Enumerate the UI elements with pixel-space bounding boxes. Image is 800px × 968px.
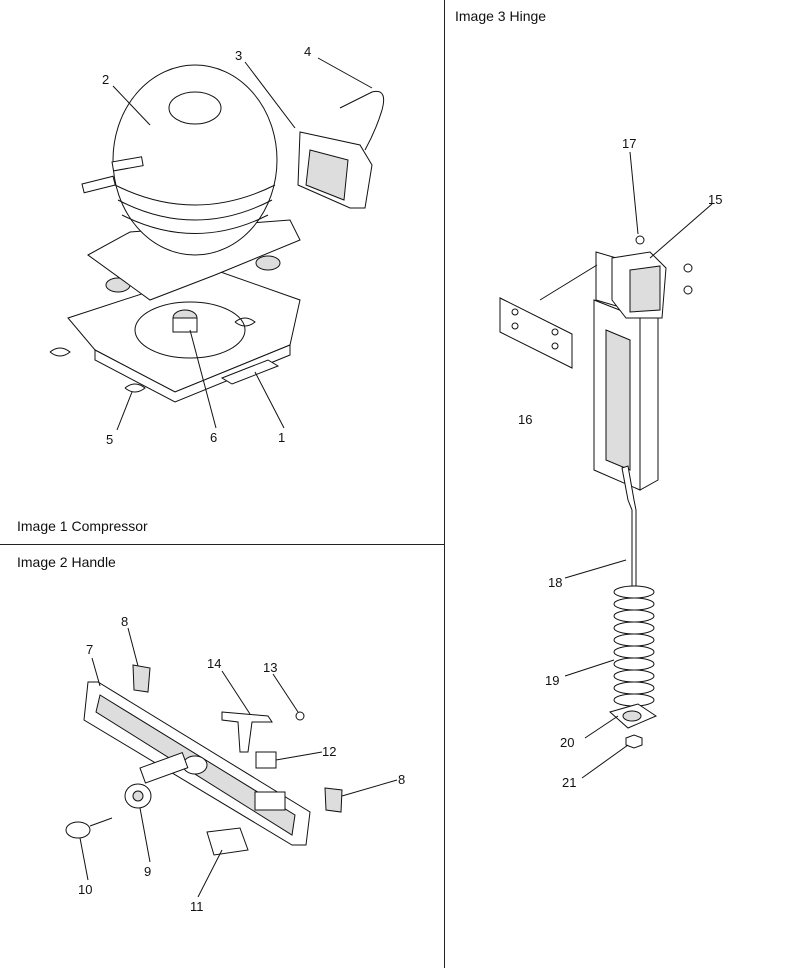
- grommet-right: [255, 255, 281, 271]
- callout-5: 5: [106, 432, 113, 447]
- wire: [339, 90, 385, 151]
- handle-assembly: 7 8 8 9 10 11 12 13 14: [65, 614, 405, 914]
- callout-8-top: 8: [121, 614, 128, 629]
- screw-b: [683, 285, 693, 295]
- callout-21: 21: [562, 775, 576, 790]
- callout-8-right: 8: [398, 772, 405, 787]
- callout-14: 14: [207, 656, 221, 671]
- callout-1: 1: [278, 430, 285, 445]
- dome-top: [168, 91, 222, 125]
- switch: [206, 827, 249, 856]
- callout-18: 18: [548, 575, 562, 590]
- horizontal-divider: [0, 544, 444, 545]
- callout-19: 19: [545, 673, 559, 688]
- nut: [625, 734, 643, 749]
- tube-2: [81, 175, 116, 194]
- callout-15: 15: [708, 192, 722, 207]
- label-8-right: [324, 787, 343, 813]
- hinge-assembly: 15 16 17 18 19 20 21: [499, 136, 722, 790]
- base-bracket: [220, 359, 280, 385]
- callout-16: 16: [518, 412, 532, 427]
- callout-17: 17: [622, 136, 636, 151]
- lock-cylinder: [139, 751, 189, 784]
- callout-12: 12: [322, 744, 336, 759]
- compressor-flange: [87, 219, 301, 301]
- caption-handle: Image 2 Handle: [17, 554, 116, 570]
- screw-13: [295, 711, 305, 721]
- caption-compressor: Image 1 Compressor: [17, 518, 148, 534]
- callout-2: 2: [102, 72, 109, 87]
- callout-11: 11: [190, 899, 204, 914]
- label-8-top: [132, 664, 151, 693]
- compressor-assembly: 1 2 3 4 5 6: [49, 44, 385, 447]
- grommet-front-body: [172, 317, 198, 333]
- vertical-divider: [444, 0, 445, 968]
- caption-hinge: Image 3 Hinge: [455, 8, 547, 24]
- callout-10: 10: [78, 882, 92, 897]
- clip-left: [49, 347, 71, 357]
- screw-a: [683, 263, 693, 273]
- latch: [221, 711, 273, 753]
- spring: [613, 585, 655, 707]
- tube-1: [111, 156, 144, 172]
- callout-13: 13: [263, 660, 277, 675]
- handle-slot: [254, 791, 286, 811]
- callout-20: 20: [560, 735, 574, 750]
- callout-6: 6: [210, 430, 217, 445]
- callout-4: 4: [304, 44, 311, 59]
- clip-right: [234, 317, 256, 327]
- screw-17: [635, 235, 645, 245]
- clip-12: [255, 751, 277, 769]
- compressor-dome: [112, 64, 278, 256]
- base-plate-front: [94, 344, 291, 403]
- key-head: [65, 821, 91, 839]
- callout-7: 7: [86, 642, 93, 657]
- callout-3: 3: [235, 48, 242, 63]
- relay-box-face: [305, 149, 349, 201]
- clip-bottom: [124, 383, 146, 393]
- callout-9: 9: [144, 864, 151, 879]
